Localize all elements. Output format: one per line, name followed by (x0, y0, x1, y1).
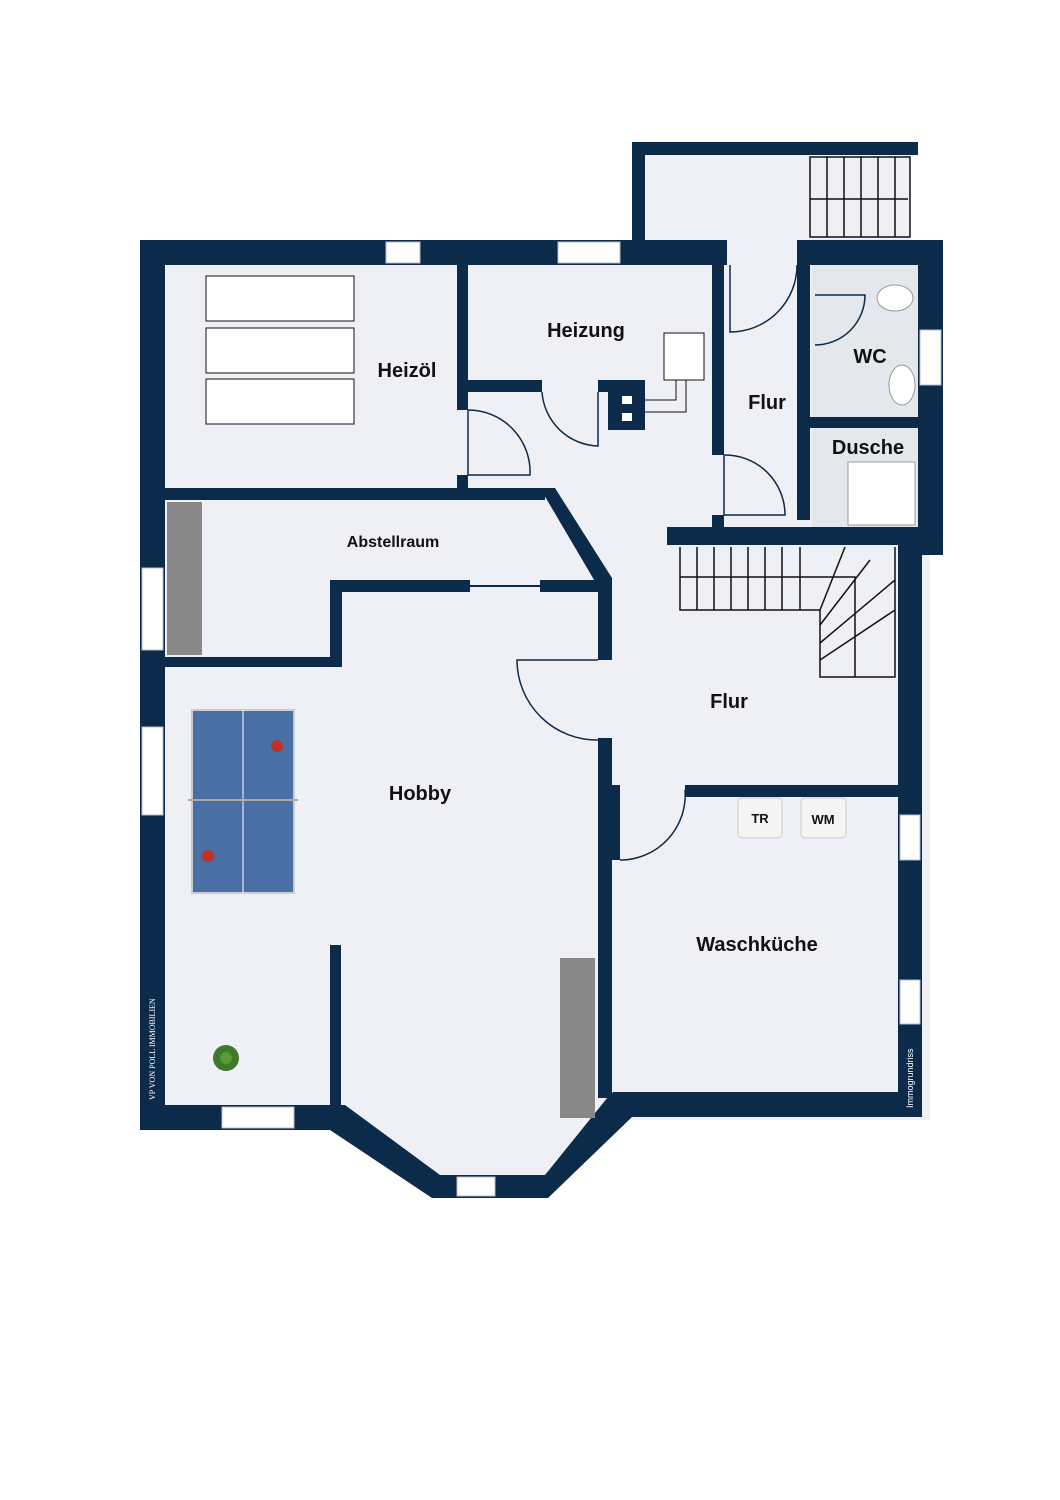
dryer: TR (737, 797, 783, 839)
shelf (167, 502, 202, 655)
oil-tanks (205, 275, 355, 425)
doors (467, 264, 866, 861)
sink-icon (888, 364, 916, 406)
room-label-flur-upper: Flur (748, 392, 786, 414)
washer: WM (800, 797, 847, 839)
stairs (679, 156, 911, 678)
plant-icon (213, 1045, 239, 1071)
shelf (560, 958, 595, 1118)
von-poll-logo: VP VON POLL IMMOBILIEN (148, 998, 157, 1100)
room-label-heizoel: Heizöl (378, 360, 437, 382)
ping-pong-table (188, 709, 298, 894)
room-label-wc: WC (853, 346, 886, 368)
boiler (622, 332, 705, 421)
toilet-icon (876, 284, 914, 312)
room-label-dusche: Dusche (832, 437, 904, 459)
shower-tray (847, 461, 916, 526)
windows (141, 241, 942, 1197)
room-label-flur-main: Flur (710, 691, 748, 713)
room-label-waschkueche: Waschküche (696, 934, 818, 956)
washer-label: WM (811, 812, 834, 827)
dryer-label: TR (751, 811, 769, 826)
room-label-heizung: Heizung (547, 320, 625, 342)
room-label-hobby: Hobby (389, 783, 452, 805)
room-label-abstellraum: Abstellraum (347, 534, 439, 551)
immogrundriss-credit: Immogrundriss (905, 1048, 915, 1108)
